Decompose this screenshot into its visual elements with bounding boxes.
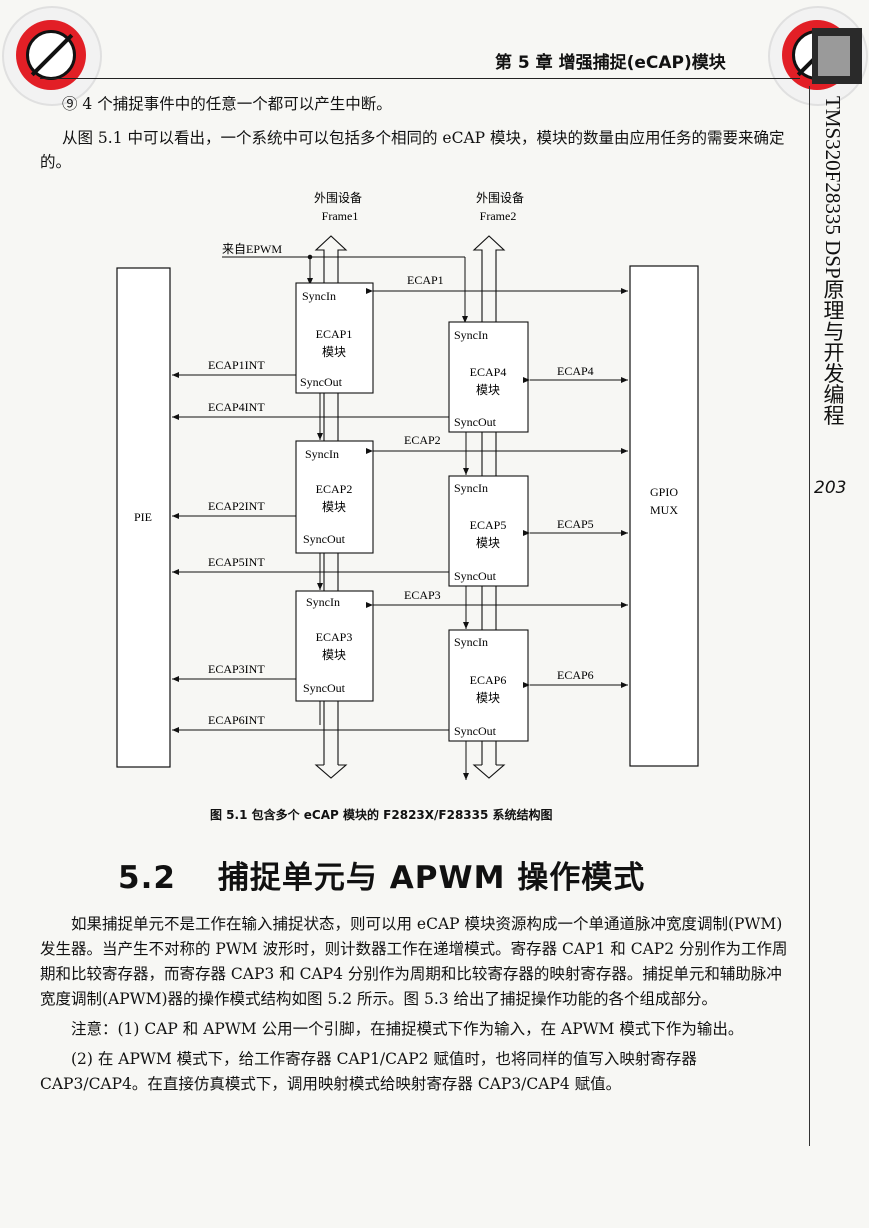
ecap1-sub: 模块 [322, 345, 346, 359]
frame1-sub: Frame1 [322, 209, 359, 223]
ecap1-module: SyncIn ECAP1 模块 SyncOut [295, 282, 374, 394]
gpio-label-1: GPIO [650, 485, 678, 499]
body-paragraph-3: (2) 在 APWM 模式下，给工作寄存器 CAP1/CAP2 赋值时，也将同样… [40, 1050, 697, 1093]
ecap2-module: SyncIn ECAP2 模块 SyncOut [295, 440, 374, 554]
body-paragraph-2: 注意：(1) CAP 和 APWM 公用一个引脚，在捕捉模式下作为输入，在 AP… [71, 1020, 744, 1038]
ecap5-bus-label: ECAP5 [557, 517, 594, 531]
ecap2-name: ECAP2 [316, 482, 353, 496]
frame2-sub: Frame2 [480, 209, 517, 223]
ecap4-bus-label: ECAP4 [557, 364, 594, 378]
ecap1-syncout: SyncOut [300, 375, 343, 389]
ecap1-bus-label: ECAP1 [407, 273, 444, 287]
ecap1-name: ECAP1 [316, 327, 353, 341]
ecap4-syncout: SyncOut [454, 415, 497, 429]
ecap4-module: SyncIn ECAP4 模块 SyncOut [448, 321, 529, 433]
ecap3int-label: ECAP3INT [208, 662, 265, 676]
ecap2-syncout: SyncOut [303, 532, 346, 546]
section-number: 5.2 [118, 860, 176, 896]
ecap6-syncout: SyncOut [454, 724, 497, 738]
ecap4-sub: 模块 [476, 383, 500, 397]
figure-caption: 图 5.1 包含多个 eCAP 模块的 F2823X/F28335 系统结构图 [210, 808, 553, 822]
ecap5-module: SyncIn ECAP5 模块 SyncOut [448, 475, 529, 587]
ecap6-sub: 模块 [476, 691, 500, 705]
gpio-mux-block [629, 265, 699, 767]
header-rule [40, 78, 800, 79]
body-paragraph-1: 如果捕捉单元不是工作在输入捕捉状态，则可以用 eCAP 模块资源构成一个单通道脉… [40, 915, 788, 1008]
ecap2-bus-label: ECAP2 [404, 433, 441, 447]
corner-tab [812, 28, 862, 84]
side-book-title: TMS320F28335 DSP原理与开发编程 [821, 96, 845, 426]
chapter-title: 第 5 章 增强捕捉(eCAP)模块 [495, 53, 726, 73]
ecap6-module: SyncIn ECAP6 模块 SyncOut [448, 629, 529, 742]
side-rule [809, 86, 810, 1146]
ecap4-name: ECAP4 [470, 365, 507, 379]
frame1-label: 外围设备 [314, 191, 362, 205]
ecap3-module: SyncIn ECAP3 模块 SyncOut [295, 590, 374, 702]
ecap2-sub: 模块 [322, 500, 346, 514]
ecap6-name: ECAP6 [470, 673, 507, 687]
page-number: 203 [814, 478, 847, 498]
ecap6-syncin: SyncIn [454, 635, 488, 649]
ecap3-sub: 模块 [322, 648, 346, 662]
ecap3-name: ECAP3 [316, 630, 353, 644]
ecap5-name: ECAP5 [470, 518, 507, 532]
ecap3-bus-label: ECAP3 [404, 588, 441, 602]
epwm-label: 来自EPWM [222, 242, 282, 256]
ecap5-syncout: SyncOut [454, 569, 497, 583]
ecap1int-label: ECAP1INT [208, 358, 265, 372]
frame2-label: 外围设备 [476, 191, 524, 205]
ecap2int-label: ECAP2INT [208, 499, 265, 513]
ecap3-syncin: SyncIn [306, 595, 340, 609]
ecap6int-label: ECAP6INT [208, 713, 265, 727]
body-text: 如果捕捉单元不是工作在输入捕捉状态，则可以用 eCAP 模块资源构成一个单通道脉… [40, 912, 788, 1102]
ecap1-syncin: SyncIn [302, 289, 336, 303]
ecap4-syncin: SyncIn [454, 328, 488, 342]
ecap4int-label: ECAP4INT [208, 400, 265, 414]
ecap5int-label: ECAP5INT [208, 555, 265, 569]
section-heading: 5.2 捕捉单元与 APWM 操作模式 [118, 852, 645, 897]
ecap5-sub: 模块 [476, 536, 500, 550]
section-title: 捕捉单元与 APWM 操作模式 [217, 860, 646, 896]
ecap3-syncout: SyncOut [303, 681, 346, 695]
ecap5-syncin: SyncIn [454, 481, 488, 495]
pie-block [116, 267, 171, 768]
ecap-system-diagram: 外围设备 Frame1 外围设备 Frame2 PIE GPIO MUX 来自E… [116, 191, 699, 780]
intro-line-1: ⑨ 4 个捕捉事件中的任意一个都可以产生中断。 [62, 95, 392, 113]
ecap6-bus-label: ECAP6 [557, 668, 594, 682]
gpio-label-2: MUX [650, 503, 678, 517]
ecap2-syncin: SyncIn [305, 447, 339, 461]
intro-line-2: 从图 5.1 中可以看出，一个系统中可以包括多个相同的 eCAP 模块，模块的数… [40, 129, 785, 171]
pie-label: PIE [134, 510, 152, 524]
